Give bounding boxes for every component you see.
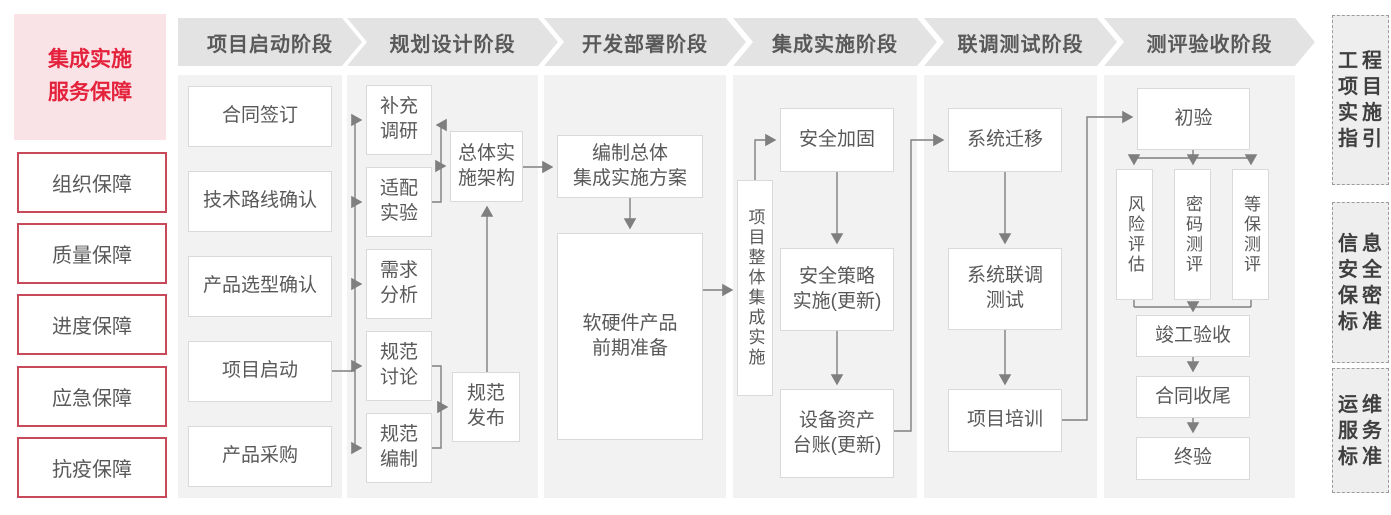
standard-info-security-confidentiality: 信息 安全 保密 标准 — [1332, 202, 1389, 363]
flow-box-final-acceptance: 终验 — [1136, 437, 1250, 480]
flow-box-tech-route-confirm: 技术路线确认 — [188, 171, 332, 232]
flow-box-spec-drafting: 规范 编制 — [366, 413, 432, 483]
flow-box-system-joint-debug-test: 系统联调 测试 — [948, 248, 1062, 330]
flow-box-risk-assessment: 风险评估 — [1116, 169, 1153, 300]
flow-box-spec-release: 规范 发布 — [452, 372, 520, 442]
phase-header-eval-acceptance: 测评验收阶段 — [1104, 18, 1315, 66]
flow-box-system-migration: 系统迁移 — [948, 108, 1062, 172]
flow-box-contract-signing: 合同签订 — [188, 86, 332, 147]
connector — [432, 365, 449, 414]
connector — [1062, 110, 1134, 421]
phase-header-joint-debug-test: 联调测试阶段 — [924, 18, 1117, 66]
flow-box-project-training: 项目培训 — [948, 389, 1062, 452]
connector — [1134, 150, 1251, 159]
flow-box-compile-integration-plan: 编制总体 集成实施方案 — [557, 135, 703, 198]
flow-box-supplementary-research: 补充 调研 — [366, 85, 432, 155]
flow-box-overall-impl-architecture: 总体实 施架构 — [450, 131, 523, 202]
flow-box-adaptation-test: 适配 实验 — [366, 167, 432, 237]
standard-engineering-project-guide: 工程 项目 实施 指引 — [1332, 15, 1389, 185]
flow-box-security-policy-impl: 安全策略 实施(更新) — [780, 248, 894, 331]
connector — [754, 133, 777, 180]
guarantee-item-organization: 组织保障 — [17, 152, 167, 213]
flow-box-spec-discussion: 规范 讨论 — [366, 331, 432, 401]
guarantee-item-schedule: 进度保障 — [17, 294, 167, 355]
standard-om-service: 运维 服务 标准 — [1332, 368, 1389, 493]
flow-box-equipment-asset-ledger: 设备资产 台账(更新) — [780, 389, 894, 478]
phase-header-dev-deployment: 开发部署阶段 — [544, 18, 746, 66]
flow-box-contract-closure: 合同收尾 — [1136, 376, 1250, 418]
phase-header-integration-impl: 集成实施阶段 — [733, 18, 937, 66]
phase-header-project-kickoff: 项目启动阶段 — [178, 18, 362, 66]
guarantee-item-quality: 质量保障 — [17, 223, 167, 284]
flow-box-crypto-evaluation: 密码测评 — [1174, 169, 1211, 300]
flow-box-security-hardening: 安全加固 — [780, 108, 894, 172]
flow-box-product-procurement: 产品采购 — [188, 426, 332, 487]
connector — [432, 118, 447, 203]
flow-box-completion-acceptance: 竣工验收 — [1136, 315, 1250, 357]
phase-header-planning-design: 规划设计阶段 — [347, 18, 558, 66]
flow-box-overall-integration-impl: 项目整体集成实施 — [737, 180, 773, 396]
connector — [432, 407, 442, 449]
flow-box-project-kickoff: 项目启动 — [188, 341, 332, 402]
guarantee-item-emergency: 应急保障 — [17, 366, 167, 427]
diagram-title-integration-service-guarantee: 集成实施 服务保障 — [14, 14, 166, 140]
flow-box-hw-sw-preparation: 软硬件产品 前期准备 — [557, 233, 703, 440]
flow-box-product-selection: 产品选型确认 — [188, 256, 332, 317]
guarantee-item-epidemic: 抗疫保障 — [17, 437, 167, 498]
flow-box-requirement-analysis: 需求 分析 — [366, 249, 432, 319]
flow-box-preliminary-acceptance: 初验 — [1137, 88, 1250, 150]
connector — [1133, 300, 1252, 308]
flow-box-classified-protection-evaluation: 等保测评 — [1232, 169, 1269, 300]
connector — [894, 133, 945, 432]
